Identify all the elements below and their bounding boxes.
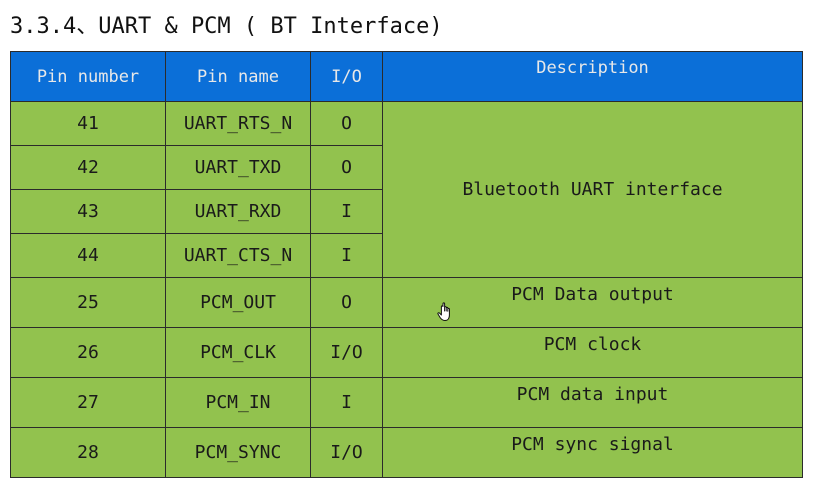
- pin-name-cell: PCM_CLK: [165, 327, 311, 378]
- pin-name-cell: UART_RXD: [165, 189, 311, 234]
- pin-number-cell: 41: [10, 101, 166, 146]
- pin-number-cell: 27: [10, 377, 166, 428]
- pin-name-cell: UART_TXD: [165, 145, 311, 190]
- pin-name-cell: PCM_SYNC: [165, 427, 311, 478]
- pin-name-cell: PCM_OUT: [165, 277, 311, 328]
- column-header-description: Description: [382, 51, 803, 102]
- table-row: 44 UART_CTS_N I: [10, 233, 803, 278]
- table-row: 41 UART_RTS_N O Bluetooth UART interface: [10, 101, 803, 278]
- pin-table: Pin number Pin name I/O Description 41 U…: [10, 51, 803, 478]
- io-cell: I/O: [310, 427, 383, 478]
- pin-name-cell: UART_CTS_N: [165, 233, 311, 278]
- description-cell: PCM Data output: [382, 277, 803, 328]
- column-header-pin-name: Pin name: [165, 51, 311, 102]
- io-cell: O: [310, 101, 383, 146]
- pin-name-cell: PCM_IN: [165, 377, 311, 428]
- table-row: 25 PCM_OUT O PCM Data output: [10, 277, 803, 328]
- description-cell: PCM sync signal: [382, 427, 803, 478]
- column-header-io: I/O: [310, 51, 383, 102]
- description-cell: PCM clock: [382, 327, 803, 378]
- io-cell: I: [310, 189, 383, 234]
- uart-group-description-cell: Bluetooth UART interface: [382, 101, 803, 278]
- pin-number-cell: 42: [10, 145, 166, 190]
- column-header-pin-number: Pin number: [10, 51, 166, 102]
- table-header-row: Pin number Pin name I/O Description: [10, 51, 803, 102]
- pin-number-cell: 43: [10, 189, 166, 234]
- table-row: 43 UART_RXD I: [10, 189, 803, 234]
- description-cell: PCM data input: [382, 377, 803, 428]
- table-row: 28 PCM_SYNC I/O PCM sync signal: [10, 427, 803, 478]
- pin-number-cell: 44: [10, 233, 166, 278]
- io-cell: O: [310, 277, 383, 328]
- pin-number-cell: 28: [10, 427, 166, 478]
- table-row: 42 UART_TXD O: [10, 145, 803, 190]
- io-cell: I: [310, 377, 383, 428]
- io-cell: I/O: [310, 327, 383, 378]
- table-row: 27 PCM_IN I PCM data input: [10, 377, 803, 428]
- pin-number-cell: 26: [10, 327, 166, 378]
- pin-name-cell: UART_RTS_N: [165, 101, 311, 146]
- hand-pointer-icon: [437, 302, 450, 321]
- section-heading: 3.3.4、UART & PCM ( BT Interface): [10, 14, 443, 39]
- pin-number-cell: 25: [10, 277, 166, 328]
- table-row: 26 PCM_CLK I/O PCM clock: [10, 327, 803, 378]
- io-cell: I: [310, 233, 383, 278]
- io-cell: O: [310, 145, 383, 190]
